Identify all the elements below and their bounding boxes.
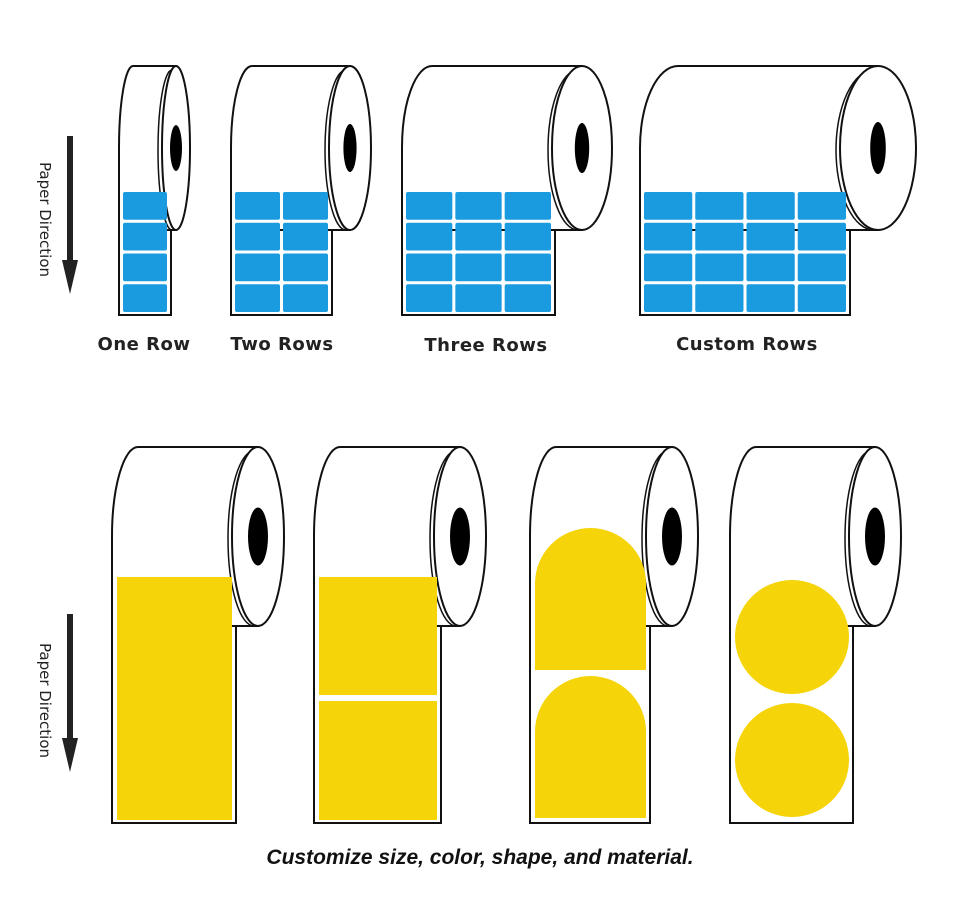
paper-direction-arrow-top-shaft <box>67 136 73 262</box>
paper-direction-arrow-top-head <box>62 260 78 294</box>
roll-top-3-label-cell <box>455 253 502 282</box>
roll-top-4-label-cell <box>746 222 795 251</box>
paper-direction-arrow-bottom-shaft <box>67 614 73 740</box>
roll-top-2-label-cell <box>235 222 280 251</box>
roll-bottom-2-label-square <box>319 577 437 695</box>
roll-top-3-label-cell <box>504 222 551 251</box>
roll-top-4-label-cell <box>644 284 693 312</box>
roll-top-1 <box>117 65 191 316</box>
roll-top-1-roll-core <box>170 125 182 171</box>
roll-label-two-rows: Two Rows <box>230 334 334 355</box>
roll-top-2-label-cell <box>283 253 328 282</box>
roll-top-4-label-cell <box>746 284 795 312</box>
caption: Customize size, color, shape, and materi… <box>266 846 694 869</box>
roll-top-2-label-cell <box>283 222 328 251</box>
roll-top-1-label-cell <box>123 284 167 312</box>
roll-top-4-label-cell <box>695 284 744 312</box>
roll-bottom-1 <box>110 446 285 824</box>
roll-top-2-label-cell <box>235 284 280 312</box>
roll-top-3-label-cell <box>406 192 453 220</box>
roll-bottom-2-roll-core <box>450 507 470 566</box>
roll-top-3-label-cell <box>455 222 502 251</box>
roll-top-3-label-cell <box>406 222 453 251</box>
roll-bottom-4 <box>728 446 902 824</box>
roll-bottom-3-label-arch <box>535 676 646 818</box>
roll-top-3-roll-core <box>574 123 590 173</box>
roll-bottom-3-label-arch <box>535 528 646 670</box>
roll-bottom-4-roll-core <box>865 507 885 566</box>
roll-top-3-label-cell <box>455 192 502 220</box>
roll-top-4-label-cell <box>797 253 846 282</box>
roll-top-4-label-cell <box>797 284 846 312</box>
roll-bottom-2-label-square <box>319 701 437 820</box>
roll-top-2 <box>229 65 372 316</box>
roll-top-4-label-cell <box>644 192 693 220</box>
roll-top-2-label-cell <box>283 284 328 312</box>
roll-top-3-label-cell <box>504 253 551 282</box>
roll-top-2-label-cell <box>235 192 280 220</box>
roll-top-4-label-cell <box>695 192 744 220</box>
roll-top-2-roll-core <box>343 124 357 172</box>
paper-direction-arrow-bottom-head <box>62 738 78 772</box>
roll-top-4-label-cell <box>797 222 846 251</box>
roll-top-4-label-cell <box>644 253 693 282</box>
roll-top-4-label-cell <box>695 253 744 282</box>
roll-top-4 <box>638 65 917 316</box>
roll-bottom-4-label-circle <box>735 703 849 817</box>
roll-top-2-label-cell <box>235 253 280 282</box>
roll-bottom-1-roll-core <box>248 507 268 566</box>
roll-top-1-label-cell <box>123 222 167 251</box>
roll-label-custom-rows: Custom Rows <box>676 334 818 355</box>
roll-top-3-label-cell <box>504 284 551 312</box>
roll-top-3-label-cell <box>504 192 551 220</box>
roll-top-2-label-cell <box>283 192 328 220</box>
roll-top-3 <box>400 65 613 316</box>
roll-top-4-label-cell <box>644 222 693 251</box>
roll-top-3-label-cell <box>455 284 502 312</box>
roll-top-3-label-cell <box>406 253 453 282</box>
roll-top-4-label-cell <box>797 192 846 220</box>
roll-bottom-3 <box>528 446 699 824</box>
roll-top-4-label-cell <box>746 192 795 220</box>
paper-direction-label-bottom: Paper Direction <box>36 643 54 759</box>
roll-top-1-label-cell <box>123 253 167 282</box>
roll-top-4-label-cell <box>695 222 744 251</box>
roll-top-3-label-cell <box>406 284 453 312</box>
roll-top-4-label-cell <box>746 253 795 282</box>
roll-bottom-1-label-rectangle <box>117 577 232 820</box>
paper-direction-label-top: Paper Direction <box>36 162 54 278</box>
roll-top-1-label-cell <box>123 192 167 220</box>
roll-top-4-roll-core <box>870 122 886 174</box>
roll-bottom-2 <box>312 446 487 824</box>
roll-label-three-rows: Three Rows <box>424 335 548 356</box>
roll-bottom-4-label-circle <box>735 580 849 694</box>
roll-label-one-row: One Row <box>97 334 191 355</box>
roll-bottom-3-roll-core <box>662 507 682 566</box>
